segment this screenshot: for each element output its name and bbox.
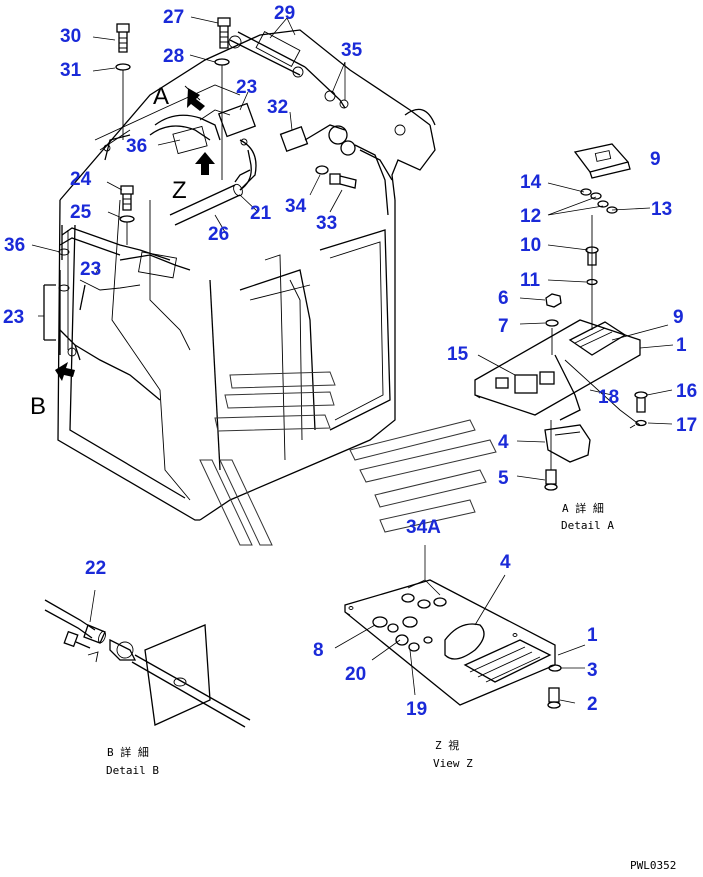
caption-detail-a-en: Detail A bbox=[561, 519, 614, 532]
caption-detail-b-jp: B 詳 細 bbox=[107, 745, 149, 759]
callout-28: 28 bbox=[163, 46, 184, 67]
callout-6: 6 bbox=[498, 288, 509, 309]
callout-23-top: 23 bbox=[236, 77, 257, 98]
caption-view-z-en: View Z bbox=[433, 757, 473, 770]
bolt-27-drawing bbox=[214, 17, 231, 180]
drawing-code: PWL0352 bbox=[630, 859, 676, 872]
view-arrow-z bbox=[195, 152, 215, 175]
view-arrow-b bbox=[55, 362, 75, 381]
caption-detail-a-jp: A 詳 細 bbox=[562, 501, 604, 515]
callout-9-top: 9 bbox=[650, 149, 661, 170]
callout-29: 29 bbox=[274, 3, 295, 24]
callout-13: 13 bbox=[651, 199, 672, 220]
callout-36-top: 36 bbox=[126, 136, 147, 157]
callout-23-mid: 23 bbox=[80, 259, 101, 280]
callout-8: 8 bbox=[313, 640, 324, 661]
bolt-33-washer-34 bbox=[315, 165, 357, 189]
callout-27: 27 bbox=[163, 7, 184, 28]
callout-34A: 34A bbox=[406, 517, 441, 538]
callout-14: 14 bbox=[520, 172, 542, 193]
callout-4-view-z: 4 bbox=[500, 552, 511, 573]
callout-21: 21 bbox=[250, 203, 272, 224]
callout-30: 30 bbox=[60, 26, 81, 47]
caption-detail-b-en: Detail B bbox=[106, 764, 159, 777]
callout-1-detail-a: 1 bbox=[676, 335, 687, 356]
bracket-32-drawing bbox=[279, 124, 393, 216]
view-label-b: B bbox=[30, 393, 46, 420]
callout-18: 18 bbox=[598, 387, 619, 408]
harness-left-side bbox=[43, 227, 191, 401]
callout-33: 33 bbox=[316, 213, 337, 234]
callout-15: 15 bbox=[447, 344, 469, 365]
callout-32: 32 bbox=[267, 97, 288, 118]
callout-34: 34 bbox=[285, 196, 307, 217]
detail-b-drawing bbox=[44, 599, 251, 728]
callout-36-left: 36 bbox=[4, 235, 25, 256]
callout-22: 22 bbox=[85, 558, 106, 579]
rod-assembly-29 bbox=[228, 31, 349, 109]
callout-25: 25 bbox=[70, 202, 92, 223]
callout-16: 16 bbox=[676, 381, 697, 402]
view-z-drawing bbox=[344, 579, 562, 709]
view-label-z: Z bbox=[172, 177, 187, 204]
callout-11: 11 bbox=[520, 270, 541, 291]
callout-24: 24 bbox=[70, 169, 92, 190]
callout-20: 20 bbox=[345, 664, 366, 685]
tube-26-drawing bbox=[169, 149, 252, 226]
callout-5: 5 bbox=[498, 468, 509, 489]
callout-4-detail-a: 4 bbox=[498, 432, 509, 453]
callout-numbers: 30 27 29 31 28 35 23 32 36 9 24 14 13 21… bbox=[3, 3, 697, 720]
callout-10: 10 bbox=[520, 235, 541, 256]
callout-31: 31 bbox=[60, 60, 82, 81]
leader-lines bbox=[31, 16, 674, 704]
callout-2: 2 bbox=[587, 694, 598, 715]
callout-1-view-z: 1 bbox=[587, 625, 598, 646]
cab-body-drawing bbox=[57, 29, 436, 521]
callout-3: 3 bbox=[587, 660, 598, 681]
callout-19: 19 bbox=[406, 699, 427, 720]
caption-view-z-jp: Z 視 bbox=[435, 738, 459, 752]
view-arrow-a bbox=[184, 85, 205, 111]
bracket-23-top bbox=[217, 102, 257, 191]
bolt-30-drawing bbox=[115, 23, 131, 140]
callout-9-mid: 9 bbox=[673, 307, 684, 328]
detail-a-drawing bbox=[474, 143, 648, 491]
logo-watermark bbox=[199, 371, 497, 546]
callout-23-left: 23 bbox=[3, 307, 24, 328]
view-label-a: A bbox=[153, 83, 169, 110]
callout-7: 7 bbox=[498, 316, 509, 337]
callout-12: 12 bbox=[520, 206, 541, 227]
callout-35: 35 bbox=[341, 40, 363, 61]
harness-region-a bbox=[103, 109, 231, 161]
callout-17: 17 bbox=[676, 415, 697, 436]
bolt-24-drawing bbox=[119, 185, 135, 245]
callout-26: 26 bbox=[208, 224, 229, 245]
